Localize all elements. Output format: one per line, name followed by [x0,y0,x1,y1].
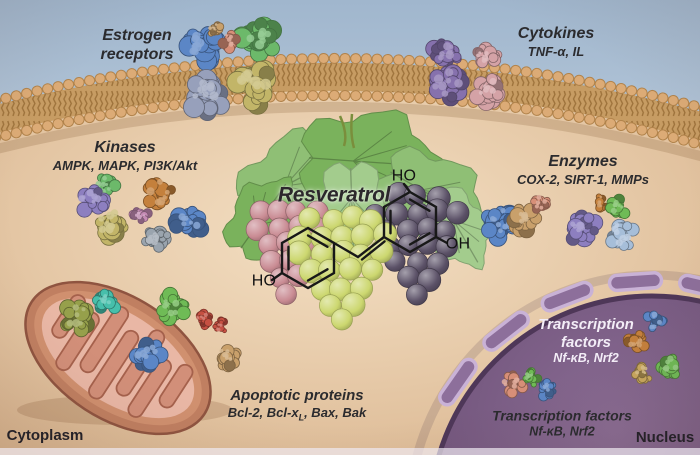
label-ho-left: HO [251,272,277,290]
kinases-sub: AMPK, MAPK, PI3K/Akt [52,157,198,173]
label-cytokines: Cytokines TNF-α, IL [518,25,594,59]
label-transcription-factors-upper: Transcription factors Nf-κB, Nrf2 [538,316,634,366]
estrogen-line2: receptors [100,46,174,63]
label-cytoplasm: Cytoplasm [6,427,84,445]
cytokines-title: Cytokines [517,24,595,42]
tf-upper-line2: factors [560,333,612,351]
estrogen-line1: Estrogen [102,27,172,45]
bottom-edge-highlight [0,448,700,455]
label-nucleus: Nucleus [635,429,695,447]
apoptotic-title: Apoptotic proteins [230,387,364,405]
kinases-title: Kinases [94,138,156,156]
label-ho-top: HO [391,167,417,185]
enzymes-sub: COX-2, SIRT-1, MMPs [517,171,649,187]
nuclear-envelope-segment [607,271,664,293]
label-transcription-factors-lower: Transcription factors Nf-κB, Nrf2 [492,407,632,438]
tf-lower-sub: Nf-κB, Nrf2 [529,423,595,438]
label-resveratrol: Resveratrol [277,183,391,207]
label-oh-right: OH [445,235,471,253]
tf-upper-sub: Nf-κB, Nrf2 [553,351,619,366]
label-enzymes: Enzymes COX-2, SIRT-1, MMPs [517,153,649,187]
apoptotic-sub: Bcl-2, Bcl-xL, Bax, Bak [227,404,367,423]
cytokines-sub: TNF-α, IL [527,43,585,59]
label-kinases: Kinases AMPK, MAPK, PI3K/Akt [53,139,197,173]
label-apoptotic-proteins: Apoptotic proteins Bcl-2, Bcl-xL, Bax, B… [228,387,366,423]
enzymes-title: Enzymes [548,152,618,170]
label-estrogen-receptors: Estrogen receptors [101,27,174,65]
tf-upper-line1: Transcription [538,315,634,333]
tf-lower-title: Transcription factors [492,407,632,424]
